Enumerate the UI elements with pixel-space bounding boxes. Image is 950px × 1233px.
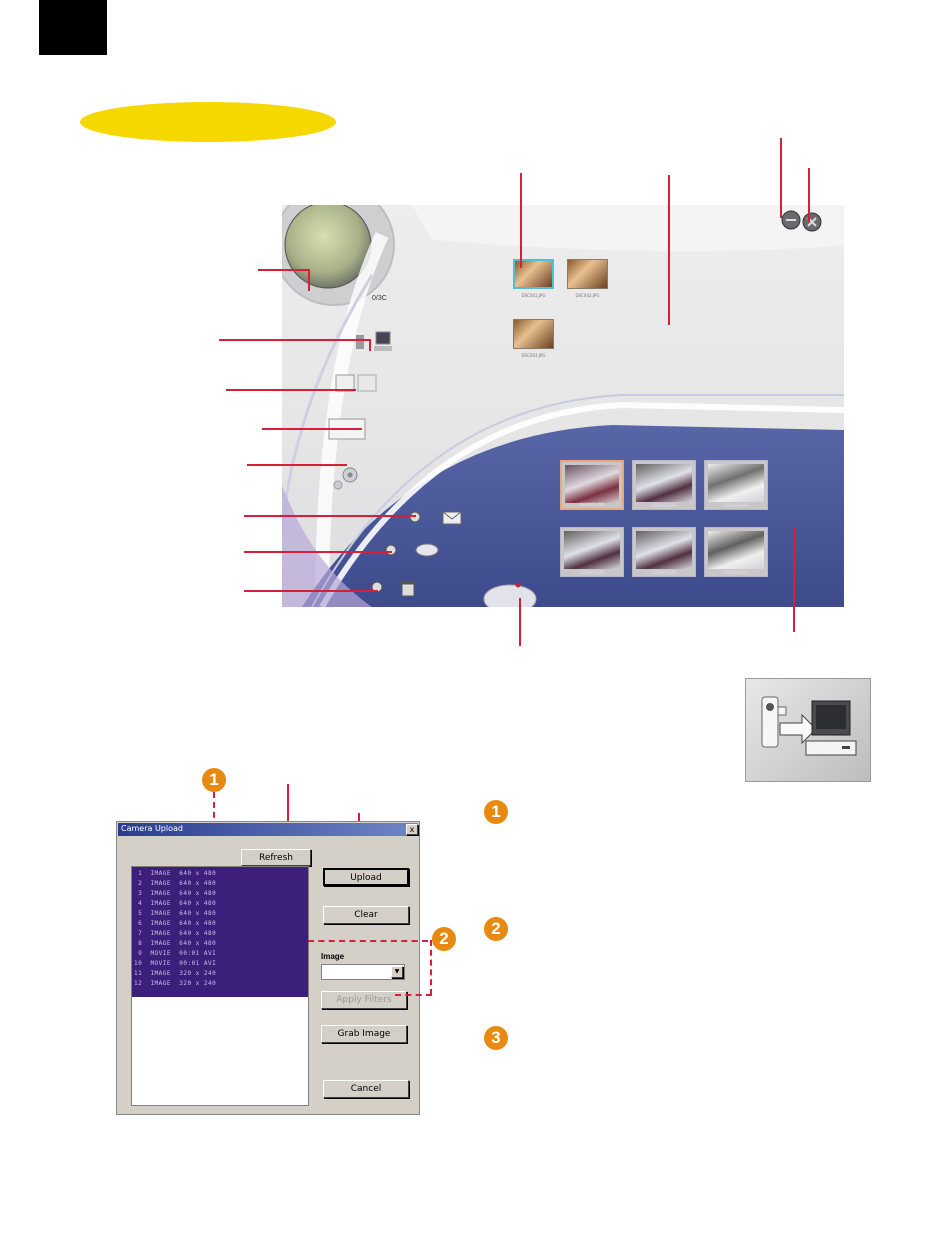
album-thumb-caption: DSC003.JPG xyxy=(521,353,546,358)
camera-thumb[interactable]: DSC004.JPG xyxy=(560,527,624,577)
corner-block xyxy=(39,0,107,55)
close-icon[interactable] xyxy=(801,211,823,233)
camera-thumb-caption: DSC002.JPG xyxy=(651,503,676,508)
camera-thumb-image xyxy=(564,531,620,569)
camera-app-window: 0/3C DSC001.JPG xyxy=(282,205,844,607)
image-select[interactable]: ▼ xyxy=(321,964,405,980)
email-select-dot-icon[interactable] xyxy=(408,510,422,524)
refresh-button[interactable]: Refresh xyxy=(241,849,311,866)
album-thumb-image xyxy=(513,259,554,289)
step-3-marker: 3 xyxy=(484,1026,508,1050)
camera-thumb-image xyxy=(708,464,764,502)
chevron-down-icon: ▼ xyxy=(394,968,400,975)
upload-to-pc-button-icon xyxy=(745,678,871,782)
camera-pc-icon xyxy=(761,696,857,756)
list-item[interactable]: 5 IMAGE 640 x 480 xyxy=(134,910,217,917)
list-item[interactable]: 2 IMAGE 640 x 480 xyxy=(134,880,217,887)
camera-thumb-caption: DSC001.JPG xyxy=(579,502,604,507)
album-thumb[interactable]: DSC001.JPG xyxy=(511,255,556,305)
callout-2-leader-vertical xyxy=(430,940,432,995)
scroll-slider[interactable] xyxy=(482,575,542,607)
image-counter: 0/3C xyxy=(372,295,387,302)
step-1-marker: 1 xyxy=(484,800,508,824)
camera-thumb[interactable]: DSC003.JPG xyxy=(704,460,768,510)
dialog-titlebar: Camera Upload x xyxy=(118,823,418,836)
step-2-marker: 2 xyxy=(484,917,508,941)
list-item[interactable]: 12 IMAGE 320 x 240 xyxy=(134,980,217,987)
camera-thumb[interactable]: DSC005.JPG xyxy=(632,527,696,577)
upload-button[interactable]: Upload xyxy=(323,868,409,886)
grab-image-button[interactable]: Grab Image xyxy=(321,1025,407,1043)
refresh-leader xyxy=(287,784,289,852)
callout-2-leader-bottom xyxy=(395,994,432,996)
callout-2-leader xyxy=(308,940,428,942)
chat-icon[interactable] xyxy=(414,542,440,558)
email-icon[interactable] xyxy=(442,511,462,525)
trash-icon[interactable] xyxy=(399,580,417,598)
chat-select-dot-icon[interactable] xyxy=(384,543,398,557)
camera-thumb-caption: DSC006.JPG xyxy=(723,570,748,575)
camera-thumb-image xyxy=(708,531,764,569)
camera-thumb[interactable]: DSC001.JPG xyxy=(560,460,624,510)
camera-thumb-caption: DSC005.JPG xyxy=(651,570,676,575)
image-label: Image xyxy=(321,952,345,961)
dialog-title: Camera Upload xyxy=(121,824,183,833)
image-select-dropdown[interactable]: ▼ xyxy=(391,966,403,978)
camera-thumb-caption: DSC004.JPG xyxy=(579,570,604,575)
section-highlight xyxy=(80,102,336,142)
minimize-icon[interactable] xyxy=(780,209,802,231)
list-item[interactable]: 1 IMAGE 640 x 480 xyxy=(134,870,217,877)
trash-select-dot-icon[interactable] xyxy=(370,580,384,594)
cancel-button[interactable]: Cancel xyxy=(323,1080,409,1098)
file-list-selection xyxy=(132,867,308,997)
album-thumb-image xyxy=(513,319,554,349)
clear-button[interactable]: Clear xyxy=(323,906,409,924)
list-item[interactable]: 10 MOVIE 00:01 AVI xyxy=(134,960,217,967)
list-item[interactable]: 4 IMAGE 640 x 480 xyxy=(134,900,217,907)
list-item[interactable]: 6 IMAGE 640 x 480 xyxy=(134,920,217,927)
camera-upload-dialog: Camera Upload x Refresh 1 IMAGE 640 x 48… xyxy=(116,821,420,1115)
album-thumb-caption: DSC001.JPG xyxy=(521,293,546,298)
dialog-close-button[interactable]: x xyxy=(406,824,418,835)
camera-to-pc-icon[interactable] xyxy=(354,329,394,355)
album-thumb-caption: DSC002.JPG xyxy=(575,293,600,298)
list-item[interactable]: 7 IMAGE 640 x 480 xyxy=(134,930,217,937)
camera-thumb[interactable]: DSC002.JPG xyxy=(632,460,696,510)
camera-thumb-image xyxy=(565,465,619,503)
camera-file-list[interactable]: 1 IMAGE 640 x 480 2 IMAGE 640 x 480 3 IM… xyxy=(131,866,309,1106)
album-icon[interactable] xyxy=(334,372,378,394)
album-thumb[interactable]: DSC003.JPG xyxy=(511,315,556,365)
list-item[interactable]: 8 IMAGE 640 x 480 xyxy=(134,940,217,947)
apply-filters-button[interactable]: Apply Filters xyxy=(321,991,407,1009)
callout-2-marker: 2 xyxy=(432,927,456,951)
camera-thumb-image xyxy=(636,464,692,502)
camera-thumb-caption: DSC003.JPG xyxy=(723,503,748,508)
list-item[interactable]: 11 IMAGE 320 x 240 xyxy=(134,970,217,977)
callout-1-marker: 1 xyxy=(202,768,226,792)
camera-thumb[interactable]: DSC006.JPG xyxy=(704,527,768,577)
settings-gear-icon[interactable] xyxy=(330,463,362,491)
camera-thumb-image xyxy=(636,531,692,569)
list-item[interactable]: 9 MOVIE 00:01 AVI xyxy=(134,950,217,957)
album-thumb[interactable]: DSC002.JPG xyxy=(565,255,610,305)
list-item[interactable]: 3 IMAGE 640 x 480 xyxy=(134,890,217,897)
album-thumb-image xyxy=(567,259,608,289)
